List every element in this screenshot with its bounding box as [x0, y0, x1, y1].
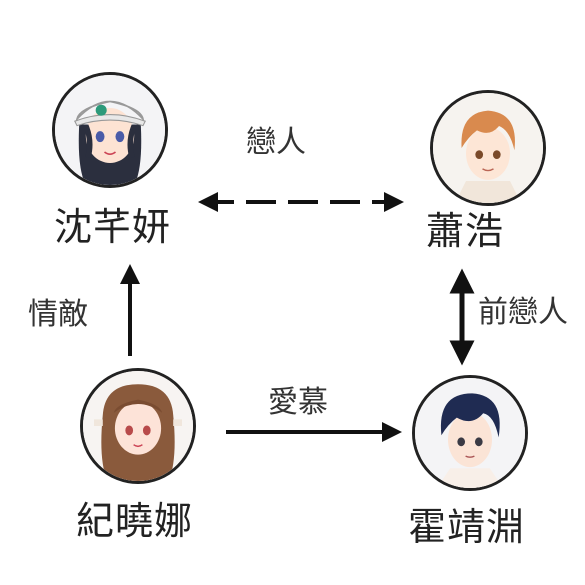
name-xiao: 蕭浩 [426, 209, 505, 253]
girl-brown-hair-portrait [80, 368, 196, 484]
name-huo: 霍靖淵 [408, 505, 526, 549]
girl-with-cap-portrait [52, 72, 168, 188]
label-ex-lovers: 前戀人 [478, 295, 568, 330]
boy-orange-hair-portrait [430, 90, 546, 206]
label-lovers: 戀人 [246, 125, 306, 160]
label-admire: 愛慕 [268, 385, 328, 420]
name-ji: 紀曉娜 [76, 499, 194, 543]
name-shen: 沈芊妍 [54, 205, 172, 249]
boy-dark-hair-portrait [412, 375, 528, 491]
label-rival: 情敵 [28, 297, 88, 332]
